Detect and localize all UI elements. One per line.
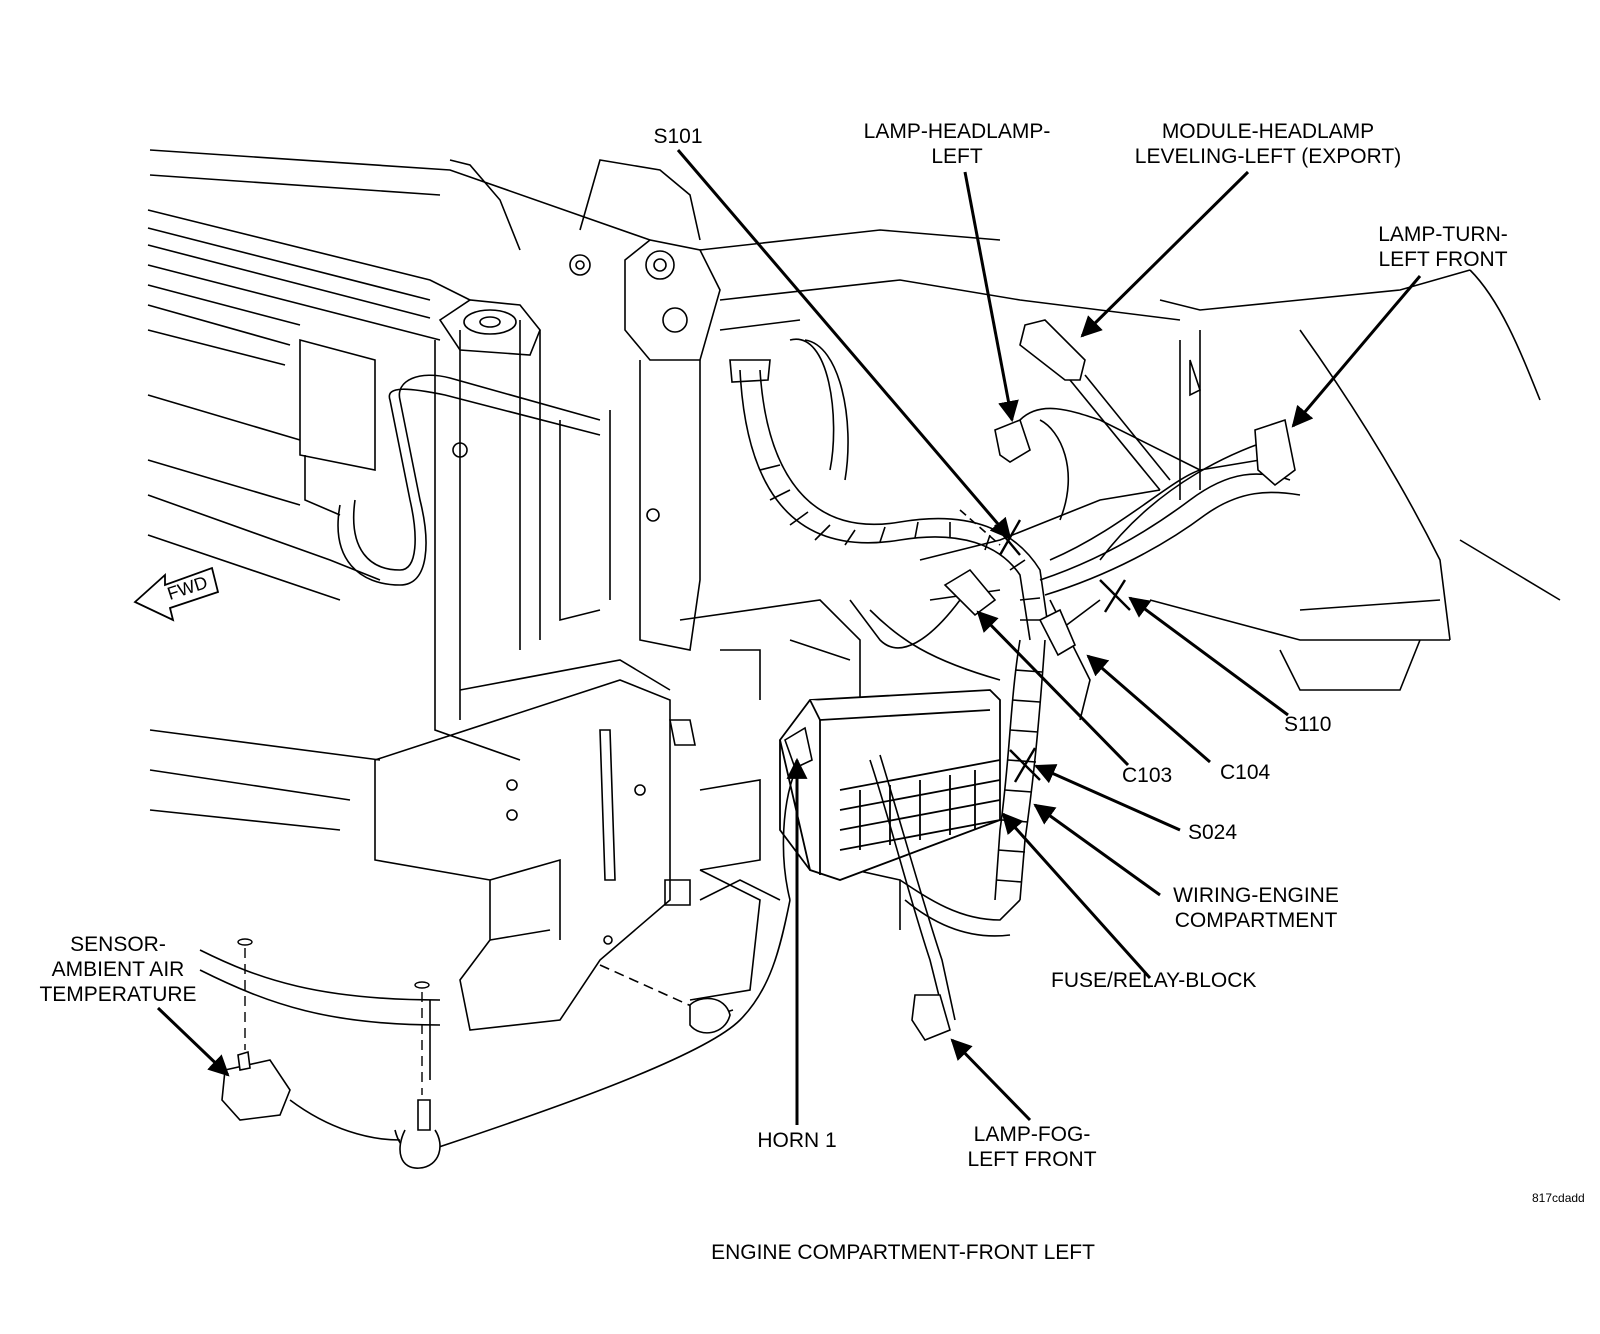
label-line: WIRING-ENGINE	[1173, 884, 1339, 907]
leader-c103	[976, 610, 1130, 767]
label-line: SENSOR-	[70, 933, 166, 956]
label-s024: S024	[1188, 820, 1237, 845]
label-lamp-headlamp-left: LAMP-HEADLAMP- LEFT	[864, 119, 1051, 169]
fuse-relay-block-box	[779, 689, 1001, 881]
leader-lamp-turn	[1291, 275, 1422, 428]
label-line: TEMPERATURE	[39, 983, 197, 1006]
label-line: MODULE-HEADLAMP	[1161, 120, 1375, 143]
leader-lamp-fog	[950, 1038, 1032, 1122]
label-line: LAMP-FOG-	[973, 1123, 1091, 1146]
label-line: S101	[653, 125, 703, 148]
label-line: S110	[1284, 713, 1332, 736]
label-line: LEFT FRONT	[967, 1148, 1097, 1171]
label-line: FUSE/RELAY-BLOCK	[1051, 969, 1257, 992]
leader-fuse-relay	[1001, 812, 1152, 980]
label-line: COMPARTMENT	[1174, 909, 1338, 932]
label-horn-1: HORN 1	[757, 1128, 836, 1153]
figure-caption: ENGINE COMPARTMENT-FRONT LEFT	[711, 1241, 1095, 1264]
leader-s024	[1034, 764, 1181, 832]
label-line: LEFT FRONT	[1378, 248, 1508, 271]
label-line: LAMP-HEADLAMP-	[863, 120, 1051, 143]
label-lamp-fog-left-front: LAMP-FOG- LEFT FRONT	[967, 1122, 1096, 1172]
label-line: S024	[1188, 821, 1238, 844]
label-line: C103	[1122, 764, 1173, 787]
label-line: LEFT	[931, 145, 983, 168]
callout-leaders	[156, 149, 1422, 1125]
label-line: C104	[1220, 761, 1271, 784]
fwd-arrow-icon	[133, 566, 220, 622]
label-wiring-engine-compartment: WIRING-ENGINE COMPARTMENT	[1173, 883, 1339, 933]
leader-s110	[1128, 596, 1289, 717]
reference-code: 817cdadd	[1532, 1191, 1585, 1205]
fender-housing	[699, 229, 1561, 691]
label-s101: S101	[653, 124, 702, 149]
label-sensor-ambient-air-temperature: SENSOR- AMBIENT AIR TEMPERATURE	[39, 932, 196, 1007]
support-post	[434, 159, 721, 761]
splice-s110-mark	[1099, 579, 1131, 613]
label-line: LAMP-TURN-	[1378, 223, 1508, 246]
lower-structure	[149, 599, 901, 1080]
label-c103: C103	[1122, 763, 1172, 788]
label-c104: C104	[1220, 760, 1270, 785]
label-fuse-relay-block: FUSE/RELAY-BLOCK	[1051, 968, 1256, 993]
leader-sensor	[156, 1006, 230, 1077]
radiator-support	[147, 149, 651, 601]
connectors	[221, 319, 1296, 1169]
label-module-headlamp-leveling: MODULE-HEADLAMP LEVELING-LEFT (EXPORT)	[1135, 119, 1401, 169]
leader-c104	[1086, 654, 1211, 764]
label-lamp-turn-left-front: LAMP-TURN- LEFT FRONT	[1378, 222, 1508, 272]
leader-module-leveling	[1080, 170, 1250, 338]
fastener-studs	[237, 938, 430, 1095]
leader-lamp-headlamp	[963, 171, 1019, 423]
leader-s101	[676, 149, 1012, 540]
label-line: HORN 1	[757, 1129, 837, 1152]
label-s110: S110	[1284, 712, 1332, 737]
leader-wiring-engine	[1033, 803, 1161, 897]
label-line: AMBIENT AIR	[51, 958, 185, 981]
label-line: LEVELING-LEFT (EXPORT)	[1134, 145, 1402, 168]
